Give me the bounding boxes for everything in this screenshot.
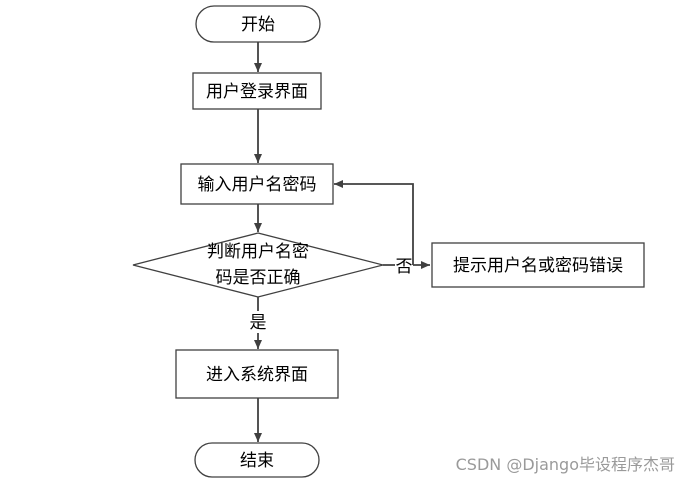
input-credentials-node	[180, 163, 334, 205]
start-label: 开始	[241, 15, 275, 35]
enter-system-label: 进入系统界面	[206, 365, 308, 385]
watermark-text: CSDN @Django毕设程序杰哥	[456, 455, 675, 474]
no-label-backdrop	[395, 254, 413, 276]
edge-label-no: 否	[396, 257, 413, 277]
decision-label-line1: 判断用户名密	[207, 242, 309, 262]
login-page-node	[192, 72, 322, 110]
error-prompt-label: 提示用户名或密码错误	[453, 256, 623, 276]
enter-system-node	[175, 349, 339, 399]
decision-label-line2: 码是否正确	[216, 268, 301, 288]
error-prompt-node	[431, 242, 645, 288]
end-label: 结束	[240, 451, 274, 471]
input-credentials-label: 输入用户名密码	[198, 175, 317, 195]
end-node	[194, 442, 320, 478]
yes-label-backdrop	[246, 311, 270, 333]
edge-loop-back-to-input	[334, 180, 414, 265]
login-page-label: 用户登录界面	[206, 82, 308, 102]
edge-label-yes: 是	[250, 313, 267, 333]
